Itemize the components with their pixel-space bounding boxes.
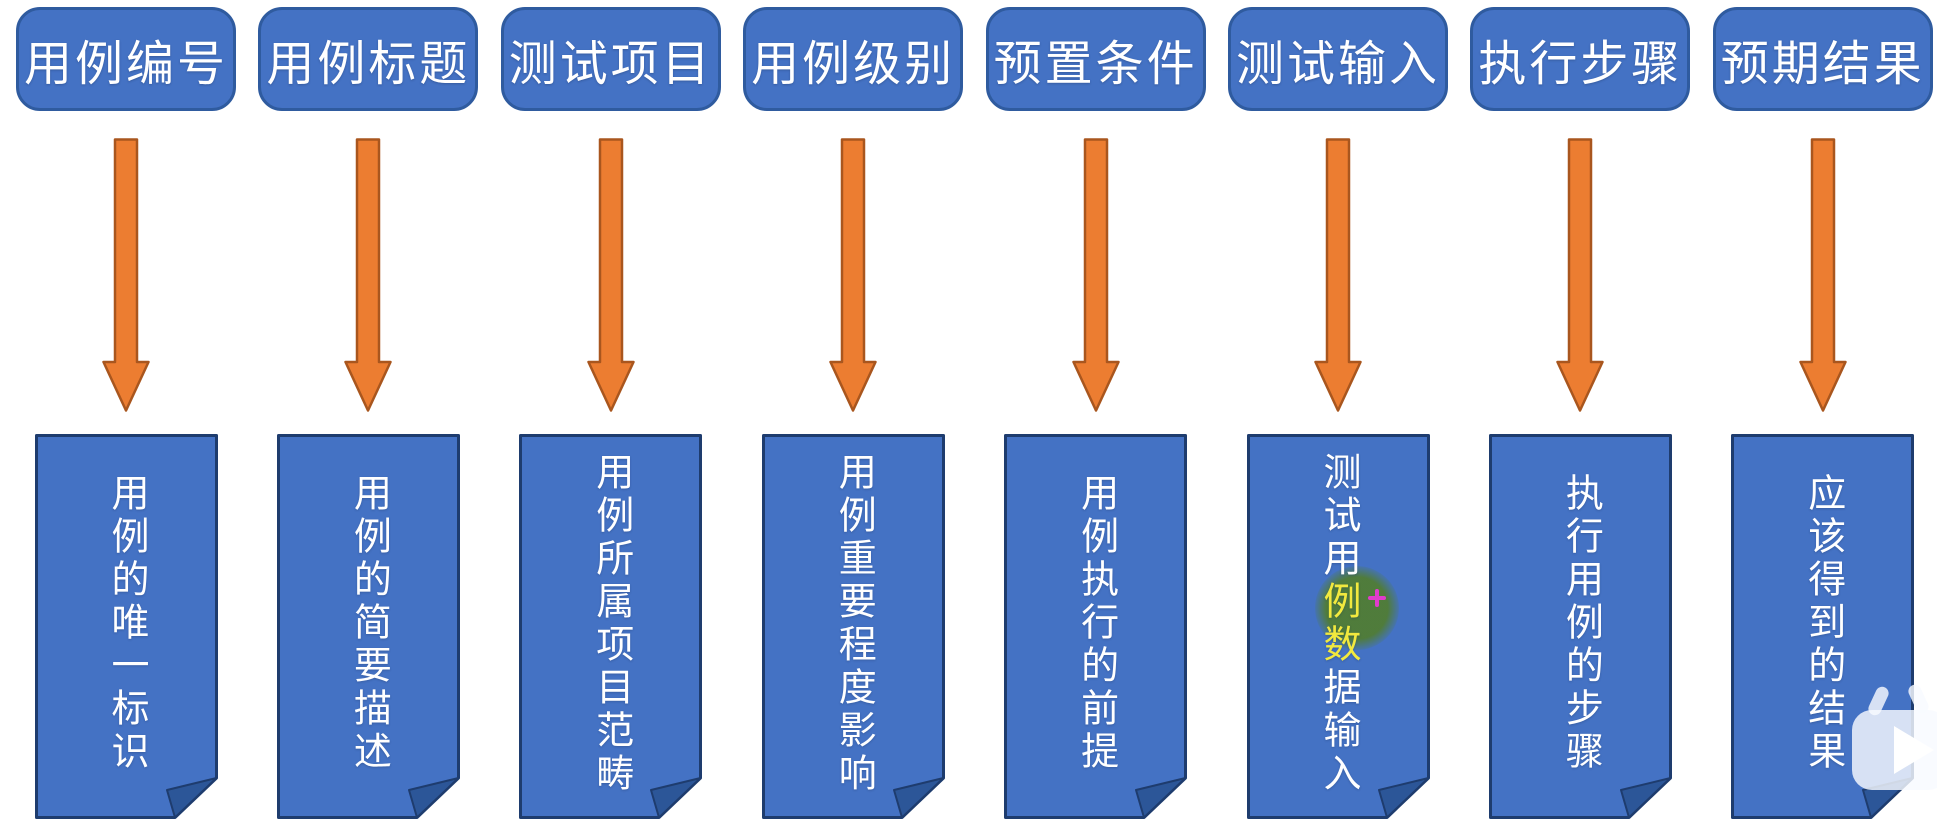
note-shape: 用例执行的前提 (1004, 434, 1188, 819)
field-header-label: 测试输入 (1235, 38, 1440, 91)
down-arrow-icon (1071, 138, 1120, 412)
folded-corner-shape (1488, 434, 1672, 819)
down-arrow-icon (102, 138, 150, 412)
note-text-segment: 执行用例的步骤 (1559, 473, 1602, 774)
note-text-highlighted-segment: 例数 (1317, 580, 1359, 667)
field-header-pill: 用例编号 (16, 7, 236, 111)
field-header-label: 执行步骤 (1478, 38, 1683, 91)
down-arrow-icon (344, 138, 393, 412)
laser-pointer-dot (1315, 566, 1399, 650)
flow-column: 测试输入 测试用例数据输入 (1217, 0, 1459, 834)
note-shape: 测试用例数据输入 (1246, 434, 1430, 819)
note-shape: 用例的简要描述 (276, 434, 460, 819)
down-arrow-icon (829, 138, 877, 412)
field-header-pill: 预期结果 (1712, 7, 1933, 111)
note-text-segment: 用例的简要描述 (347, 473, 390, 774)
down-arrow-icon (1314, 138, 1362, 412)
note-text: 用例的唯一标识 (35, 442, 218, 805)
field-header-label: 预期结果 (1720, 38, 1925, 91)
field-header-pill: 用例标题 (258, 7, 479, 111)
note-text: 执行用例的步骤 (1489, 442, 1672, 805)
flow-column: 执行步骤 执行用例的步骤 (1459, 0, 1701, 834)
laser-cross-icon (1367, 588, 1387, 608)
flow-column: 用例标题 用例的简要描述 (247, 0, 489, 834)
note-text: 用例所属项目范畴 (519, 442, 702, 805)
field-header-label: 用例编号 (23, 38, 228, 91)
field-header-label: 测试项目 (508, 38, 713, 91)
field-header-label: 用例标题 (266, 38, 471, 91)
note-text: 应该得到的结果 (1731, 442, 1914, 805)
field-header-pill: 测试输入 (1228, 7, 1448, 111)
field-header-pill: 执行步骤 (1470, 7, 1691, 111)
note-shape: 用例所属项目范畴 (519, 434, 703, 819)
flow-column: 用例编号 用例的唯一标识 (5, 0, 247, 834)
flow-column: 预置条件 用例执行的前提 (975, 0, 1217, 834)
note-text: 测试用例数据输入 (1247, 442, 1430, 805)
down-arrow-icon (587, 138, 635, 412)
note-text-segment: 测试用 (1317, 451, 1359, 581)
note-text-segment: 用例重要程度影响 (832, 451, 875, 796)
note-text-segment: 用例执行的前提 (1074, 473, 1117, 774)
note-text-segment: 应该得到的结果 (1801, 473, 1844, 774)
folded-corner-shape (1004, 434, 1188, 819)
folded-corner-shape (519, 434, 703, 819)
folded-corner-shape (34, 434, 218, 819)
field-header-pill: 用例级别 (743, 7, 964, 111)
note-text: 用例的简要描述 (277, 442, 460, 805)
field-header-label: 预置条件 (993, 38, 1198, 91)
note-shape: 用例重要程度影响 (761, 434, 945, 819)
flow-column: 测试项目 用例所属项目范畴 (490, 0, 732, 834)
down-arrow-icon (1799, 138, 1847, 412)
note-text: 用例重要程度影响 (762, 442, 945, 805)
flow-column: 用例级别 用例重要程度影响 (732, 0, 974, 834)
folded-corner-shape (276, 434, 460, 819)
play-watermark-icon (1852, 682, 1937, 794)
note-text-segment: 用例所属项目范畴 (589, 451, 632, 796)
folded-corner-shape (761, 434, 945, 819)
note-shape: 用例的唯一标识 (34, 434, 218, 819)
note-text-segment: 据输入 (1317, 666, 1359, 796)
field-header-label: 用例级别 (751, 38, 956, 91)
field-header-pill: 测试项目 (500, 7, 721, 111)
note-text: 用例执行的前提 (1004, 442, 1187, 805)
field-header-pill: 预置条件 (985, 7, 1206, 111)
down-arrow-icon (1556, 138, 1605, 412)
note-text-segment: 用例的唯一标识 (105, 473, 147, 774)
note-shape: 执行用例的步骤 (1488, 434, 1672, 819)
